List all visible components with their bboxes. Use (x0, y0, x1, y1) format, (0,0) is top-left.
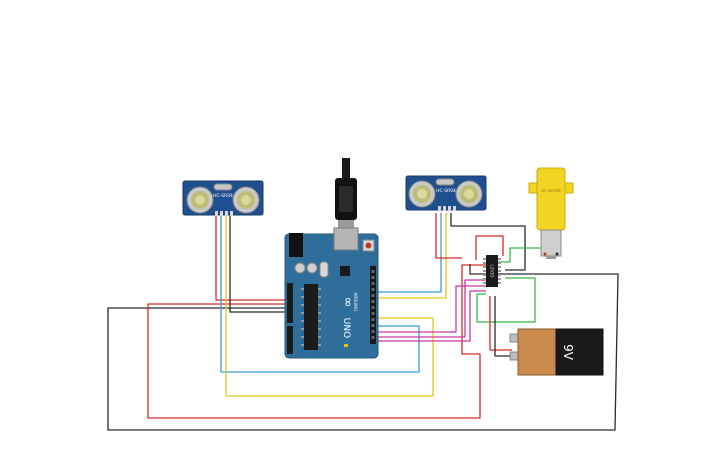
arduino-model-label: UNO (341, 318, 351, 338)
wire-black-driver-gnd[interactable] (469, 264, 486, 275)
wire-red-left-sensor-vcc[interactable] (215, 214, 288, 301)
sensor-left-pins (215, 211, 233, 216)
crystal (319, 261, 329, 278)
motor-label: DC MOTOR (541, 189, 561, 193)
wire-yellow-left-sensor-echo[interactable] (225, 214, 434, 397)
arduino-brand-label: ARDUINO (353, 293, 358, 312)
wire-red-battery-pos[interactable] (489, 296, 512, 351)
sensor-right-pins (438, 206, 456, 211)
atmega-chip (304, 284, 318, 350)
wire-black-left-sensor-gnd[interactable] (229, 214, 288, 313)
wire-black-battery-neg[interactable] (494, 296, 514, 357)
usb-cable (335, 158, 357, 230)
wire-black-outer-loop[interactable] (107, 273, 619, 431)
ultrasonic-sensor-right[interactable]: HC-SR04 (405, 175, 487, 211)
usb-port (333, 227, 359, 251)
wire-magenta-en[interactable] (375, 290, 486, 342)
wire-red-driver-loop[interactable] (475, 235, 504, 260)
usb-chip (340, 266, 350, 276)
motor-can (540, 229, 562, 257)
arduino-uno-board[interactable]: ∞ ARDUINO UNO (284, 227, 379, 359)
digital-header (370, 266, 376, 344)
wire-red-outer-loop[interactable] (147, 264, 490, 419)
wire-red-right-sensor-vcc[interactable] (435, 213, 462, 259)
wire-green-motor-a[interactable] (498, 247, 548, 263)
ultrasonic-sensor-left[interactable]: HC-SR04 (182, 180, 264, 216)
wire-green-motor-b[interactable] (476, 277, 536, 323)
motor-terminal-b (555, 252, 559, 256)
wire-black-right-sensor-gnd[interactable] (450, 213, 526, 271)
motor-driver-ic[interactable]: L293D (483, 255, 501, 287)
analog-header (287, 326, 293, 354)
driver-label: L293D (490, 265, 495, 278)
capacitor-1 (294, 262, 306, 274)
power-led (344, 344, 348, 347)
wire-blue-right-sensor-trig[interactable] (375, 213, 442, 293)
wire-blue-left-sensor-trig[interactable] (220, 214, 420, 373)
wire-magenta-in2[interactable] (375, 279, 486, 338)
power-jack (289, 233, 303, 257)
battery-label: 9V (561, 344, 575, 361)
sensor-left-model-label: HC-SR04 (213, 193, 233, 199)
wire-yellow-right-sensor-echo[interactable] (375, 213, 447, 299)
dc-gear-motor[interactable]: DC MOTOR (528, 167, 574, 259)
wire-magenta-in1[interactable] (375, 285, 486, 333)
arduino-logo: ∞ (340, 297, 355, 308)
wires (107, 213, 619, 431)
battery-9v[interactable]: 9V (509, 328, 604, 376)
sensor-right-model-label: HC-SR04 (436, 188, 456, 194)
power-header (287, 283, 293, 323)
capacitor-2 (306, 262, 318, 274)
motor-terminal-a (543, 252, 547, 256)
